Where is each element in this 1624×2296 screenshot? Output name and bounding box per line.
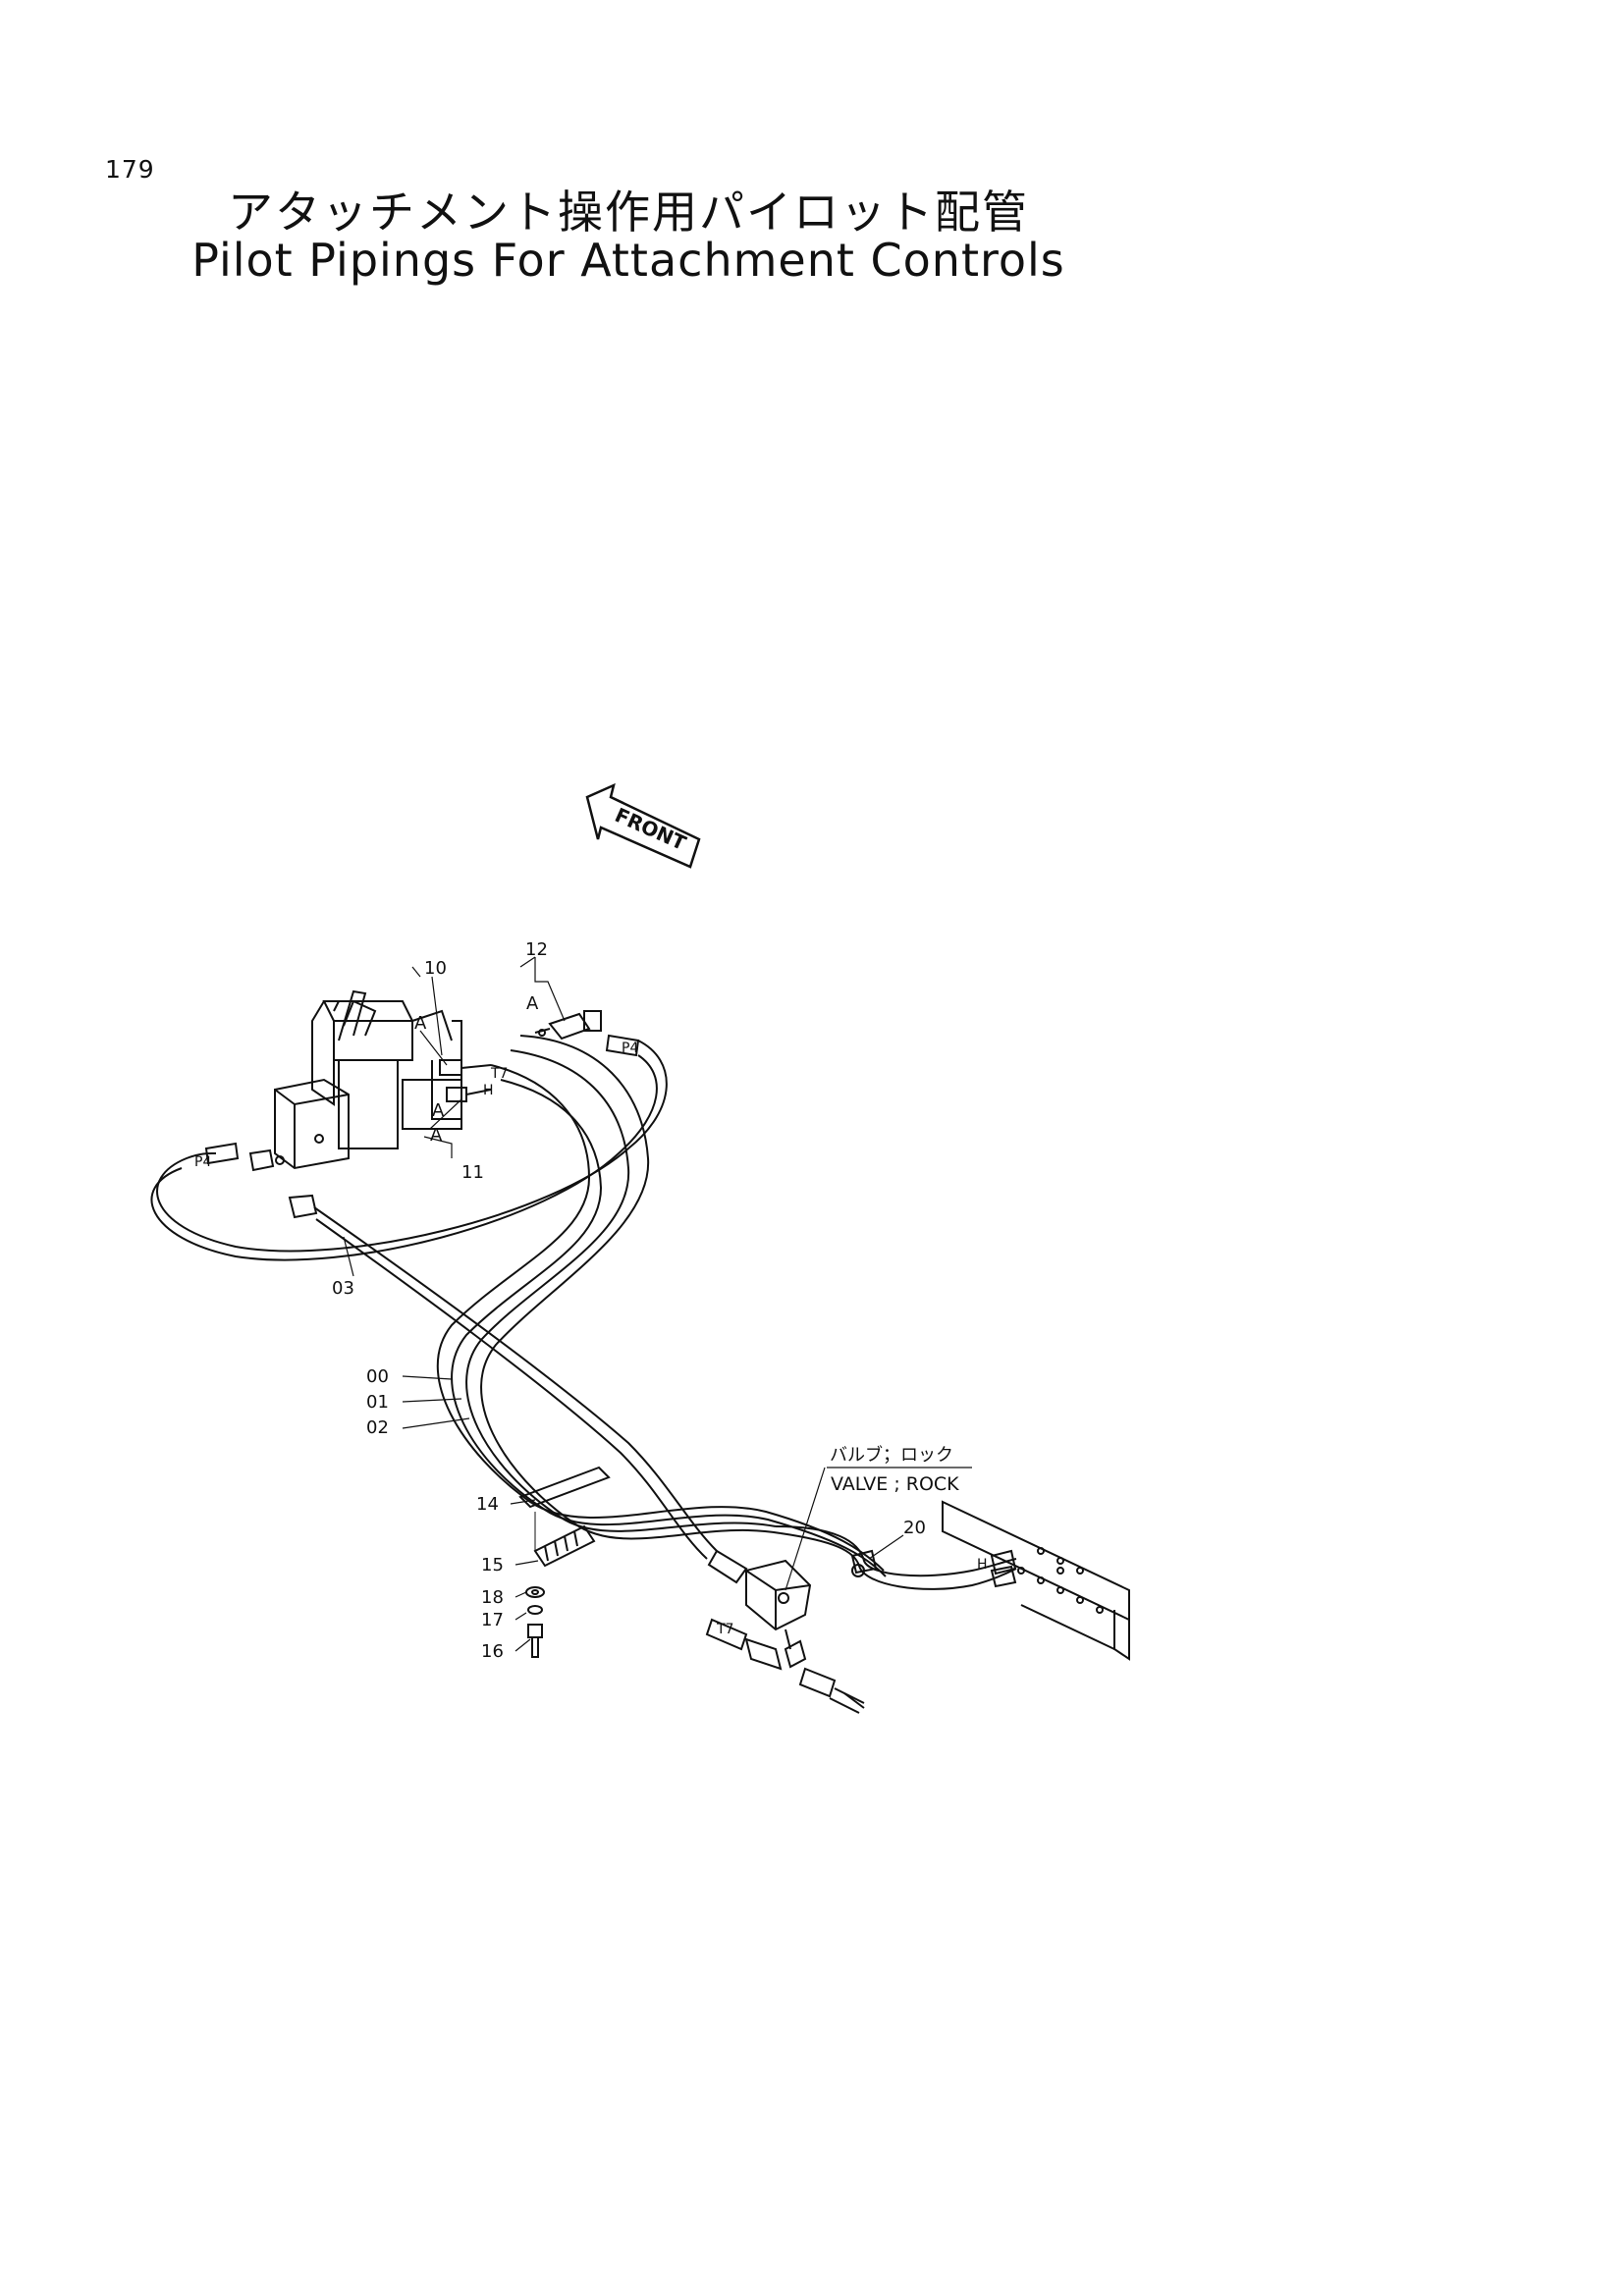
port-label-a1: A [414, 1013, 427, 1034]
port-label-a3: A [430, 1125, 443, 1146]
port-label-p4-left: P4 [194, 1154, 211, 1170]
callout-leaders [343, 957, 972, 1652]
lever-icon [343, 999, 377, 1037]
port-label-h2: H [977, 1557, 988, 1573]
clamp-20 [850, 1549, 878, 1577]
callout-14: 14 [476, 1494, 499, 1515]
hose-03 [150, 1040, 668, 1261]
clamp-15 [533, 1512, 596, 1568]
page-title-english: Pilot Pipings For Attachment Controls [191, 234, 1065, 287]
front-arrow-label: FRONT [612, 803, 690, 855]
valve-label-japanese: バルブ；ロック [830, 1444, 953, 1466]
port-label-a2: A [432, 1100, 445, 1121]
pilot-valve-body-left [274, 1078, 350, 1170]
callout-12: 12 [525, 939, 548, 960]
lock-washer-17 [527, 1605, 543, 1615]
lower-fittings [705, 1618, 865, 1714]
front-arrow-icon: FRONT [585, 782, 701, 869]
port-label-p4-right: P4 [622, 1041, 638, 1056]
callout-20: 20 [903, 1518, 926, 1538]
callout-17: 17 [481, 1610, 504, 1630]
callout-16: 16 [481, 1641, 504, 1662]
a-markers [411, 956, 536, 978]
port-label-t7-lower: T7 [716, 1622, 733, 1637]
fitting-group-10 [439, 1059, 492, 1102]
callout-15: 15 [481, 1555, 504, 1575]
valve-label-english: VALVE ; ROCK [831, 1473, 959, 1495]
callout-18: 18 [481, 1587, 504, 1608]
fitting-p4-right [605, 1034, 640, 1057]
bolt-16 [527, 1624, 543, 1658]
callout-01: 01 [366, 1392, 389, 1413]
page-number: 179 [105, 155, 155, 184]
fitting-group-12 [534, 1010, 602, 1041]
callout-10: 10 [424, 958, 447, 979]
bracket-14 [518, 1466, 611, 1509]
callout-00: 00 [366, 1366, 389, 1387]
port-label-a4: A [526, 993, 539, 1014]
callout-03: 03 [332, 1278, 354, 1299]
port-label-h: H [483, 1083, 494, 1098]
port-label-t7: T7 [490, 1066, 508, 1082]
callout-11: 11 [461, 1162, 484, 1183]
callout-labels: 10 11 12 03 00 01 02 14 15 18 17 16 20 A… [194, 939, 988, 1662]
hose-to-panel [775, 1525, 1017, 1590]
fitting-p4-left [204, 1142, 285, 1172]
callout-02: 02 [366, 1417, 389, 1438]
lock-valve [745, 1559, 812, 1650]
hose-bundle [436, 1035, 887, 1577]
supply-hose [288, 1194, 748, 1584]
washer-18 [525, 1586, 545, 1598]
mounting-plate [942, 1500, 1130, 1661]
panel-fittings [990, 1549, 1017, 1588]
page-title-japanese: アタッチメント操作用パイロット配管 [228, 186, 1029, 239]
